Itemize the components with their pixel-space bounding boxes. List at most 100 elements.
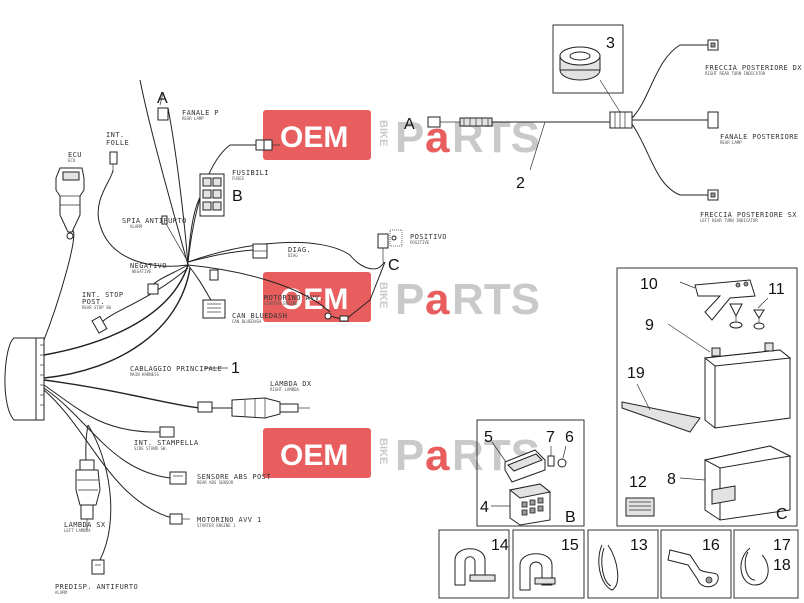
label-int-stampella-sub: SIDE STAND SW. (134, 446, 168, 451)
left-turn-indicator-connector (707, 189, 719, 201)
part-box-15 (512, 529, 585, 599)
label-motorino-avv: MOTORINO AVV. (264, 294, 324, 302)
rear-abs-sensor-connector (169, 471, 187, 485)
label-lambda-sx-sub: LEFT LAMBDA (64, 528, 91, 533)
watermark-bottom: OEM BIKE P a RTS (263, 428, 540, 480)
rear-lamp-connector-right (707, 111, 719, 129)
svg-text:P: P (395, 113, 424, 162)
diag-connector (252, 243, 268, 259)
label-ecu: ECU (68, 151, 82, 159)
svg-text:RTS: RTS (452, 275, 540, 324)
label-can-bluedash: CAN BLUEDASH (232, 312, 287, 320)
svg-text:a: a (425, 431, 450, 480)
label-freccia-dx-sub: RIGHT REAR TURN INDICATOR (705, 71, 766, 76)
svg-text:P: P (395, 431, 424, 480)
label-negativo: NEGATIVO (130, 262, 167, 270)
rear-harness-wires (427, 44, 708, 196)
callout-6: 6 (565, 429, 574, 446)
callout-19: 19 (627, 365, 645, 382)
svg-text:BIKE: BIKE (377, 120, 389, 146)
label-freccia-sx-sub: LEFT REAR TURN INDICATOR (700, 218, 758, 223)
part-box-17-18 (733, 529, 799, 599)
callout-11: 11 (768, 281, 785, 298)
label-int-folle-2: FOLLE (106, 139, 129, 147)
battery-box (616, 267, 798, 527)
fuse-box (199, 173, 225, 217)
label-cablaggio: CABLAGGIO PRINCIPALE (130, 365, 222, 373)
fuse-box-detail (476, 419, 585, 527)
ecu-connector (55, 167, 85, 240)
callout-10: 10 (640, 276, 658, 293)
label-positivo-sub: POSITIVE (410, 240, 430, 245)
label-int-stop-sub: REAR STOP SW (82, 305, 111, 310)
callout-14: 14 (491, 537, 509, 554)
callout-15: 15 (561, 537, 579, 554)
svg-text:BIKE: BIKE (377, 438, 389, 464)
label-spia-antifurto-sub: ALARM (130, 224, 143, 229)
part-box-13 (587, 529, 659, 599)
label-can-bluedash-sub: CAN BLUEDASH (232, 319, 261, 324)
callout-12: 12 (629, 474, 647, 491)
label-fusibili-sub: FUSES (232, 176, 245, 181)
label-ecu-sub: ECU (68, 158, 76, 163)
part-box-14 (438, 529, 510, 599)
svg-text:BIKE: BIKE (377, 282, 389, 308)
callout-9: 9 (645, 317, 654, 334)
callout-17: 17 (773, 537, 791, 554)
label-lambda-sx: LAMBDA SX (64, 521, 106, 529)
label-int-stampella: INT. STAMPELLA (134, 439, 199, 447)
callout-a-right: A (404, 116, 415, 133)
label-predisp: PREDISP. ANTIFURTO (55, 583, 138, 591)
svg-text:OEM: OEM (280, 439, 348, 472)
label-sensore-abs: SENSORE ABS POST (197, 473, 271, 481)
svg-text:OEM: OEM (280, 121, 348, 154)
label-positivo: POSITIVO (410, 233, 447, 241)
label-fusibili: FUSIBILI (232, 169, 269, 177)
lambda-dx-sensor (197, 397, 310, 419)
callout-16: 16 (702, 537, 720, 554)
can-bluedash-connector (202, 269, 226, 319)
label-freccia-dx: FRECCIA POSTERIORE DX (705, 64, 802, 72)
starter-engine-1-terminal (169, 513, 190, 525)
svg-text:P: P (395, 275, 424, 324)
starter-motor-terminal (324, 261, 386, 322)
label-fanale-post: FANALE POSTERIORE (720, 133, 798, 141)
alarm-led-connector (161, 215, 168, 225)
label-predisp-sub: ALARM (55, 590, 68, 595)
callout-18: 18 (773, 557, 791, 574)
callout-c-top: C (388, 257, 400, 274)
label-fanale-post-sub: REAR LAMP (720, 140, 742, 145)
label-fanale-p: FANALE P (182, 109, 219, 117)
callout-5: 5 (484, 429, 493, 446)
callout-2: 2 (516, 175, 525, 192)
rear-stop-switch (91, 315, 108, 334)
label-motorino-avv-sub: STARTER ENGINE (264, 301, 298, 306)
callout-8: 8 (667, 471, 676, 488)
callout-b-bottom: B (565, 509, 576, 526)
label-int-folle: INT. (106, 131, 124, 139)
label-cablaggio-sub: MAIN HARNESS (130, 372, 159, 377)
lambda-sx-sensor (75, 459, 101, 530)
label-sensore-abs-sub: REAR ABS SENSOR (197, 480, 234, 485)
label-fanale-p-sub: REAR LAMP (182, 116, 204, 121)
label-diag: DIAG. (288, 246, 311, 254)
svg-text:a: a (425, 275, 450, 324)
watermark-top: OEM BIKE P a RTS (263, 110, 540, 162)
callout-4: 4 (480, 499, 489, 516)
alarm-predisposition-connector (91, 559, 105, 575)
callout-b-top: B (232, 188, 243, 205)
fuse-top-connector (255, 139, 280, 151)
label-diag-sub: DIAG (288, 253, 298, 258)
label-spia-antifurto: SPIA ANTIFURTO (122, 217, 187, 225)
label-freccia-sx: FRECCIA POSTERIORE SX (700, 211, 797, 219)
callout-1: 1 (231, 360, 240, 377)
rear-lamp-connector (157, 92, 169, 121)
label-motorino-avv1-sub: STARTER ENGINE 1 (197, 523, 236, 528)
callout-a-left: A (157, 90, 168, 107)
label-lambda-dx: LAMBDA DX (270, 380, 312, 388)
label-int-stop-2: POST. (82, 298, 105, 306)
label-lambda-dx-sub: RIGHT LAMBDA (270, 387, 299, 392)
side-stand-switch (159, 426, 175, 438)
positive-terminal (377, 229, 403, 262)
